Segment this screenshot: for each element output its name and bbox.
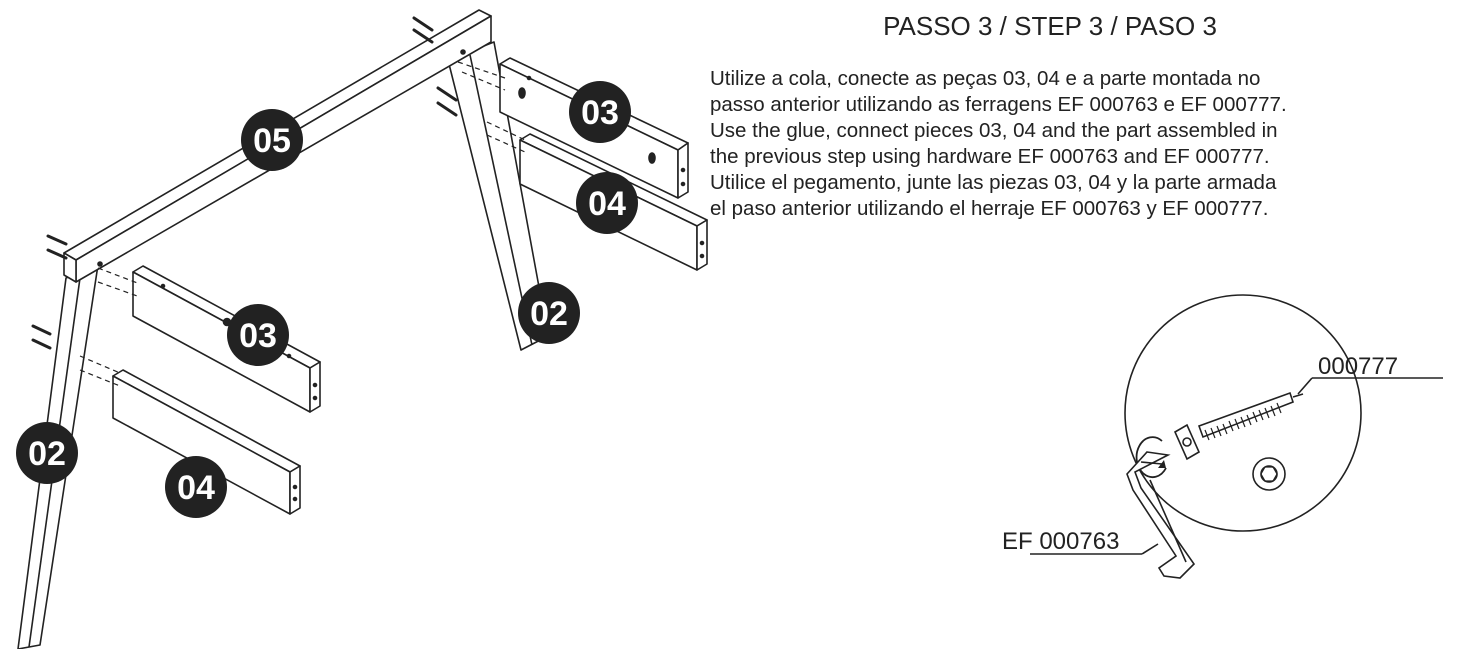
instruction-line-pt-2: passo anterior utilizando as ferragens E… (710, 93, 1287, 116)
screw-leader-line (1297, 377, 1313, 395)
instructions-block: Utilize a cola, conecte as peças 03, 04 … (710, 66, 1458, 222)
badge-right-upper-rail-label: 03 (581, 94, 619, 132)
part-badges: 05 03 04 02 03 02 04 (16, 81, 638, 518)
instruction-line-es-2: el paso anterior utilizando el herraje E… (710, 197, 1269, 220)
screw-detail-icon (1173, 391, 1304, 461)
badge-top-beam-label: 05 (253, 122, 291, 160)
badge-right-leg-label: 02 (530, 295, 568, 333)
badge-left-lower-rail-label: 04 (177, 469, 215, 507)
rotation-arrow-icon (1135, 436, 1167, 478)
left-lower-rail-part (112, 369, 301, 515)
badge-right-lower-rail: 04 (576, 172, 638, 234)
badge-right-lower-rail-label: 04 (588, 185, 626, 223)
allen-key-code-label: EF 000763 (1002, 528, 1119, 555)
badge-left-leg-label: 02 (28, 435, 66, 473)
badge-left-upper-rail-label: 03 (239, 317, 277, 355)
badge-top-beam: 05 (241, 109, 303, 171)
allen-key-icon (1126, 451, 1196, 579)
hole-detail-icon (1252, 457, 1286, 491)
badge-left-upper-rail: 03 (227, 304, 289, 366)
assembly-guide-lines (79, 61, 526, 387)
instruction-line-en-1: Use the glue, connect pieces 03, 04 and … (710, 119, 1278, 142)
badge-right-leg: 02 (518, 282, 580, 344)
screw-icons (31, 16, 458, 350)
step-title: PASSO 3 / STEP 3 / PASO 3 (883, 11, 1217, 41)
instruction-line-en-2: the previous step using hardware EF 0007… (710, 145, 1270, 168)
screw-code-label: 000777 (1318, 353, 1398, 380)
instruction-line-pt-1: Utilize a cola, conecte as peças 03, 04 … (710, 67, 1261, 90)
instruction-line-es-1: Utilice el pegamento, junte las piezas 0… (710, 171, 1277, 194)
hardware-detail-callout (1030, 294, 1443, 579)
badge-left-leg: 02 (16, 422, 78, 484)
badge-right-upper-rail: 03 (569, 81, 631, 143)
allen-key-leader-line (1141, 543, 1159, 555)
badge-left-lower-rail: 04 (165, 456, 227, 518)
